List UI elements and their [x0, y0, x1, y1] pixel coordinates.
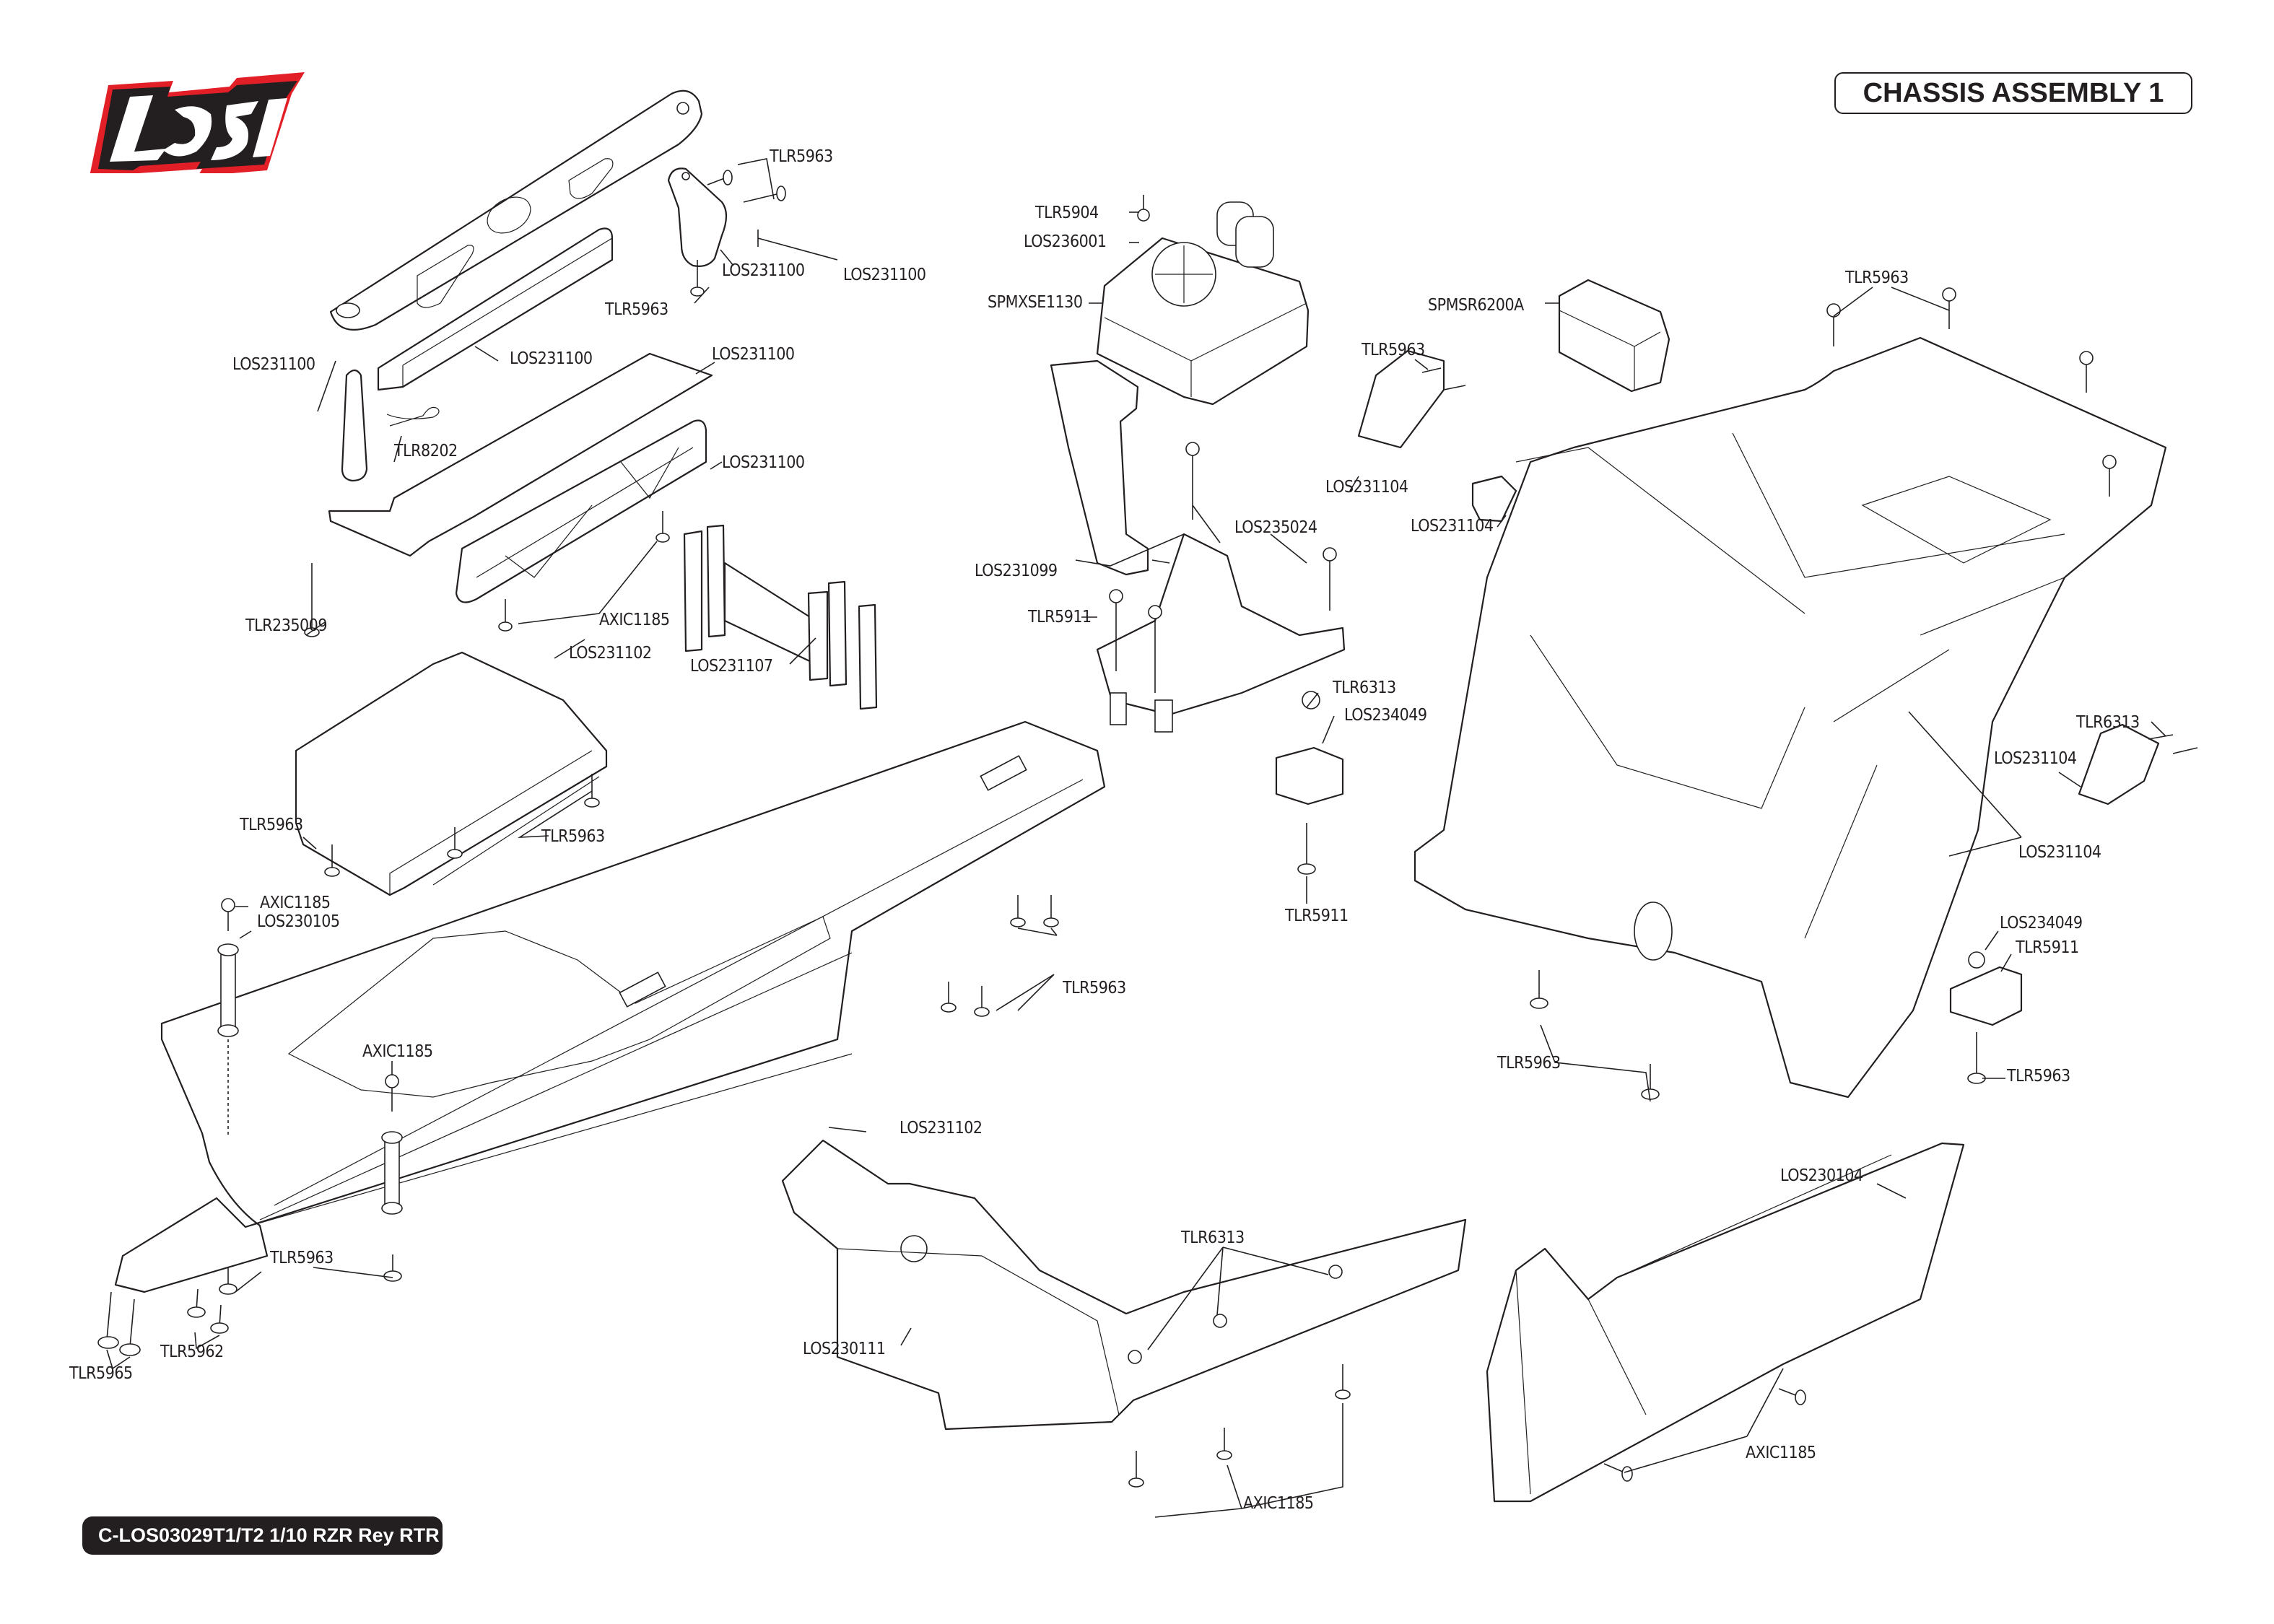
callout-label: AXIC1185	[260, 894, 331, 912]
callout-label: TLR5963	[1063, 979, 1126, 997]
callout-label: SPMSR6200A	[1428, 296, 1524, 315]
page-title: CHASSIS ASSEMBLY 1	[1863, 77, 2164, 108]
callout-label: LOS231100	[712, 345, 795, 364]
callout-label: TLR6313	[2076, 713, 2140, 732]
callout-label: TLR5963	[770, 147, 833, 166]
callout-label: TLR5963	[240, 816, 303, 834]
callout-label: AXIC1185	[1746, 1444, 1816, 1462]
slider-nuts	[1128, 1265, 1343, 1364]
footer-model-badge: C-LOS03029T1/T2 1/10 RZR Rey RTR	[82, 1516, 443, 1555]
callout-label: LOS231104	[1325, 478, 1408, 497]
callout-label: AXIC1185	[362, 1042, 433, 1061]
callout-label: TLR5911	[2016, 938, 2079, 957]
callout-label: AXIC1185	[599, 611, 670, 629]
callout-label: LOS230105	[257, 912, 340, 931]
callout-label: LOS231100	[232, 355, 315, 374]
callout-label: LOS230111	[803, 1340, 886, 1358]
footer-model-text: C-LOS03029T1/T2 1/10 RZR Rey RTR	[98, 1524, 440, 1546]
rear-chassis-body	[1413, 336, 2167, 1099]
callout-label: LOS234049	[1344, 706, 1427, 725]
callout-label: LOS231099	[975, 562, 1058, 580]
esc-mount	[1050, 359, 1149, 576]
callout-label: TLR5963	[1497, 1054, 1561, 1073]
callout-label: LOS235024	[1234, 518, 1317, 537]
callout-label: TLR5963	[541, 827, 605, 846]
chassis-plate	[114, 720, 1106, 1293]
callout-label: SPMXSE1130	[988, 293, 1083, 312]
callout-label: TLR5963	[2007, 1067, 2070, 1086]
page-title-box: CHASSIS ASSEMBLY 1	[1834, 72, 2192, 114]
callout-label: LOS231100	[843, 266, 926, 284]
callout-label: LOS231102	[899, 1119, 983, 1138]
callout-label: TLR5911	[1285, 907, 1349, 925]
losi-logo	[90, 72, 305, 173]
callout-label: LOS231100	[510, 349, 593, 368]
callout-label: LOS231104	[1411, 517, 1494, 536]
right-rock-slider	[1486, 1142, 1965, 1503]
callout-label: TLR6313	[1333, 678, 1396, 697]
receiver-box-posts	[683, 524, 878, 710]
callout-label: LOS231104	[1994, 749, 2077, 768]
callout-label: TLR235009	[245, 616, 328, 635]
callout-label: TLR8202	[394, 442, 458, 460]
right-mount-block	[2078, 723, 2160, 806]
logo-letters	[110, 95, 287, 162]
callout-label: TLR5963	[605, 300, 668, 319]
servo-mount-block	[1357, 349, 1445, 449]
callout-label: TLR5965	[69, 1364, 133, 1383]
battery-tray-rail	[455, 419, 707, 603]
callout-label: TLR6313	[1181, 1228, 1245, 1247]
small-mount-block	[1471, 475, 1517, 523]
left-rock-slider	[781, 1139, 1467, 1431]
callout-label: LOS231107	[690, 657, 773, 676]
callout-label: AXIC1185	[1243, 1494, 1314, 1513]
battery-strap	[329, 90, 703, 331]
callout-label: TLR5904	[1035, 204, 1099, 222]
callout-label: LOS231100	[722, 261, 805, 280]
callout-label: LOS236001	[1024, 232, 1107, 251]
steering-bracket	[1275, 691, 1344, 806]
callout-label: TLR5963	[270, 1249, 334, 1267]
esc-unit	[1096, 195, 1310, 406]
standoffs	[217, 943, 403, 1215]
receiver	[1558, 279, 1670, 393]
callout-label: LOS230104	[1780, 1166, 1863, 1185]
callout-label: LOS234049	[2000, 914, 2083, 933]
strap-hinge-mount	[667, 167, 838, 267]
right-steering-bracket	[1949, 966, 2023, 1026]
battery-foam	[377, 227, 614, 391]
callout-label: LOS231100	[722, 453, 805, 472]
callout-leader-lines	[106, 158, 2166, 1518]
callout-label: TLR5911	[1028, 608, 1092, 627]
front-bulkhead	[1096, 533, 1346, 733]
callout-label: LOS231102	[569, 644, 652, 663]
battery-tray-plate	[328, 352, 713, 557]
callout-label: TLR5963	[1845, 269, 1909, 287]
callout-label: LOS231104	[2018, 843, 2101, 862]
callout-label: TLR5963	[1362, 341, 1425, 359]
callout-label: TLR5962	[160, 1343, 224, 1361]
battery-post	[341, 369, 440, 482]
receiver-box-lid	[295, 651, 608, 896]
